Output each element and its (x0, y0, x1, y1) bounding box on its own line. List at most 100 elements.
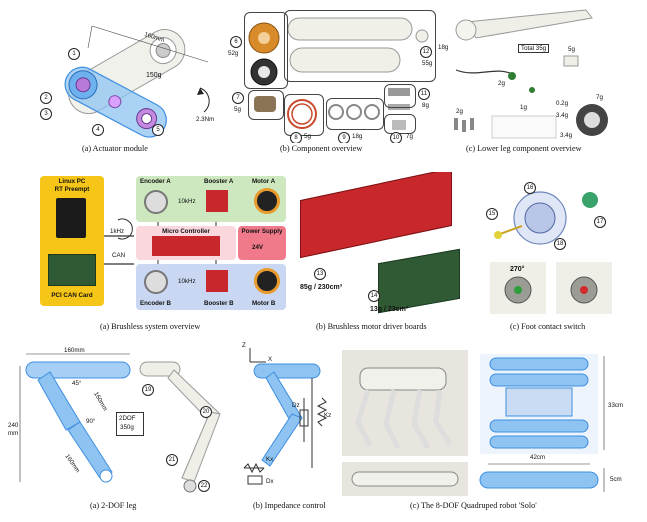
foot-drawing (490, 191, 612, 314)
marker-11: 11 (418, 88, 430, 100)
weight-9: 18g (352, 133, 363, 140)
robot-drawing (342, 354, 605, 496)
damper-x: Dx (266, 478, 274, 485)
weight-10: 7g (406, 133, 413, 140)
marker-10: 10 (390, 132, 402, 143)
weight-8: 5g (304, 133, 311, 140)
lower-leg-total: Total 35g (518, 44, 550, 53)
can-rate-label: 1kHz (110, 228, 125, 235)
micro-controller-image (152, 236, 220, 256)
large-board (300, 172, 452, 259)
booster-b-label: Booster B (204, 300, 234, 307)
weight-6: 52g (228, 50, 239, 57)
marker-5: 5 (152, 124, 164, 136)
encoder-a-image (144, 190, 168, 214)
motor-a-label: Motor A (252, 178, 276, 185)
weight-7: 5g (234, 106, 241, 113)
pc-tower (56, 198, 86, 238)
driver-boards-panel: 13 85g / 230cm³ 14 13g / 23cm³ (290, 172, 468, 320)
impedance-panel: Z X Dz Kz Kx Dx (240, 342, 338, 500)
component-overview-panel: 6 52g 7 5g 8 5g 9 18g 10 7g 11 8g 12 55g (228, 8, 438, 143)
robot-height: 5cm (610, 476, 622, 483)
lower-leg-weight-5g: 5g (568, 46, 575, 53)
lower-leg-drawing (454, 9, 608, 139)
damper-z: Dz (292, 402, 300, 409)
leg-spec-box (116, 412, 144, 436)
system-caption: (a) Brushless system overview (100, 322, 201, 331)
channel-b-rate: 10kHz (178, 278, 196, 285)
marker-15: 15 (486, 208, 498, 220)
marker-21: 21 (166, 454, 178, 466)
marker-17: 17 (594, 216, 606, 228)
lower-leg-weight-3.4g-b: 3.4g (560, 132, 573, 139)
marker-9: 9 (338, 132, 350, 143)
marker-4: 4 (92, 124, 104, 136)
marker-18: 18 (554, 238, 566, 250)
lower-leg-weight-2g-b: 2g (456, 108, 463, 115)
weight-12: 55g (422, 60, 433, 67)
lower-leg-panel: Total 35g 18g 5g 2g 1g 2g 7g 0.2g 3.4g 3… (436, 8, 616, 143)
two-dof-leg-panel: 160mm 45° 90° 160mm 160mm 240 mm 2DOF 35… (6, 342, 238, 502)
system-overview-panel: Linux PC RT Preempt PCI CAN Card 1kHz CA… (38, 172, 288, 312)
can-card-label: PCI CAN Card (51, 292, 93, 299)
marker-22: 22 (198, 480, 210, 492)
channel-a-rate: 10kHz (178, 198, 196, 205)
lower-leg-weight-0.2g: 0.2g (556, 100, 569, 107)
leg-height-unit: mm (8, 430, 19, 437)
robot-width: 42cm (530, 454, 546, 461)
leg-height-value: 240 (8, 422, 19, 429)
axis-x: X (268, 356, 273, 363)
booster-a-image (206, 190, 228, 212)
marker-16: 16 (524, 182, 536, 194)
marker-14: 14 (368, 290, 380, 302)
marker-13: 13 (314, 268, 326, 280)
motor-b-image (254, 268, 280, 294)
power-supply-block (238, 226, 286, 260)
actuator-weight-label: 150g (146, 72, 162, 79)
marker-2: 2 (40, 92, 52, 104)
actuator-module-panel: 160mm 150g 2.3Nm 1 2 3 4 5 (32, 8, 222, 143)
lower-leg-weight-7g: 7g (596, 94, 603, 101)
robot-length: 33cm (608, 402, 624, 409)
marker-19: 19 (142, 384, 154, 396)
can-label: CAN (112, 252, 126, 259)
encoder-b-label: Encoder B (140, 300, 171, 307)
leg-spec-dof: 2DOF (119, 415, 136, 422)
impedance-caption: (b) Impedance control (253, 501, 326, 510)
actuator-drawing (64, 25, 210, 138)
robot-caption: (c) The 8-DOF Quadruped robot 'Solo' (410, 501, 537, 510)
axis-z: Z (242, 342, 246, 349)
motor-b-label: Motor B (252, 300, 276, 307)
foot-caption: (c) Foot contact switch (510, 322, 586, 331)
component-group-box-9 (326, 98, 384, 130)
marker-3: 3 (40, 108, 52, 120)
power-supply-label: Power Supply (241, 228, 283, 235)
component-group-box-6 (244, 12, 288, 89)
booster-b-image (206, 270, 228, 292)
leg-angle-90: 90° (86, 418, 96, 425)
marker-8: 8 (290, 132, 302, 143)
lower-leg-caption: (c) Lower leg component overview (466, 144, 582, 153)
booster-a-label: Booster A (204, 178, 234, 185)
marker-7: 7 (232, 92, 244, 104)
marker-20: 20 (200, 406, 212, 418)
actuator-torque-label: 2.3Nm (196, 116, 215, 123)
small-board (378, 248, 460, 314)
component-group-box-10 (384, 114, 416, 134)
can-card-image (48, 254, 96, 286)
lower-leg-weight-2g-a: 2g (498, 80, 505, 87)
weight-11: 8g (422, 102, 429, 109)
foot-contact-panel: 15 16 17 18 270° (470, 172, 620, 320)
encoder-b-image (144, 270, 168, 294)
marker-1: 1 (68, 48, 80, 60)
lower-leg-weight-3.4g-a: 3.4g (556, 112, 569, 119)
motor-a-image (254, 188, 280, 214)
components-drawing (248, 17, 429, 130)
component-group-box-8 (284, 94, 324, 136)
component-group-box-7 (248, 90, 284, 120)
encoder-a-label: Encoder A (140, 178, 171, 185)
spring-z: Kz (324, 412, 332, 419)
pc-title-1: Linux PC (58, 178, 86, 185)
spring-x: Kx (266, 456, 274, 463)
leg-caption: (a) 2-DOF leg (90, 501, 137, 510)
